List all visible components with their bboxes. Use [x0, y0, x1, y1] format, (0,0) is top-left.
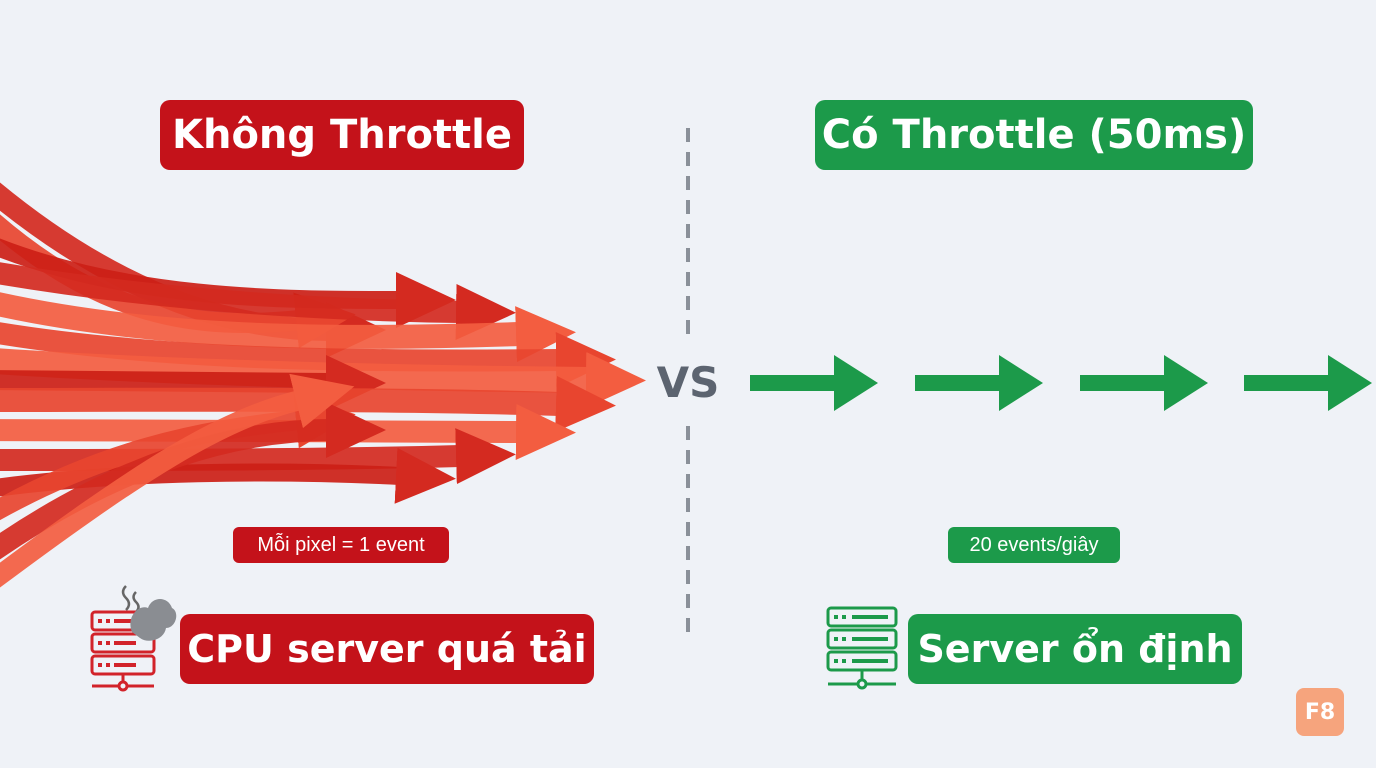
f8-logo: F8	[1296, 688, 1344, 736]
unthrottled-event-arrow	[0, 354, 386, 411]
unthrottled-events-arrows	[0, 182, 646, 588]
unthrottled-event-arrow	[0, 292, 576, 363]
unthrottled-event-arrow	[0, 375, 616, 432]
right-status: Server ổn định	[908, 614, 1242, 684]
right-title: Có Throttle (50ms)	[815, 100, 1253, 170]
unthrottled-event-arrow	[0, 322, 616, 389]
server-icon	[826, 606, 898, 690]
left-rate-label: Mỗi pixel = 1 event	[233, 527, 449, 563]
unthrottled-event-arrow	[0, 262, 516, 340]
vs-label: VS	[656, 358, 720, 407]
unthrottled-event-arrow	[0, 428, 516, 485]
left-title: Không Throttle	[160, 100, 524, 170]
unthrottled-event-arrow	[0, 373, 355, 588]
overheated-server-icon	[90, 585, 177, 692]
right-rate-label: 20 events/giây	[948, 527, 1120, 563]
left-status: CPU server quá tải	[180, 614, 594, 684]
